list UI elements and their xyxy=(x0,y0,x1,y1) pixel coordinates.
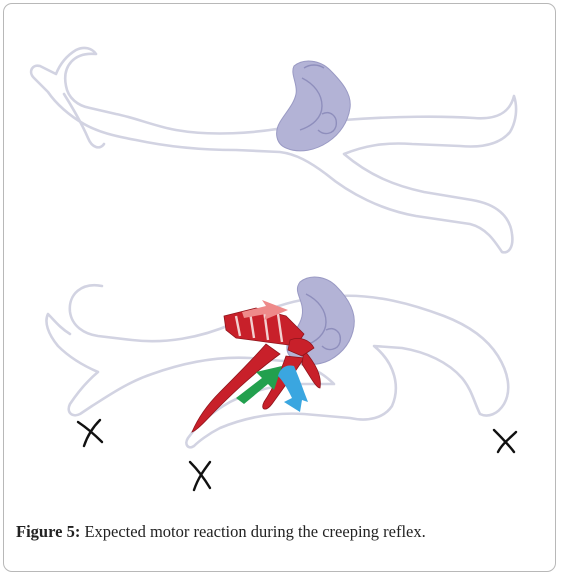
contact-mark-hand xyxy=(76,418,104,448)
figure-frame: .body { fill: none; stroke: #d2d3e2; str… xyxy=(3,3,556,572)
figure-caption: Figure 5: Expected motor reaction during… xyxy=(16,522,546,542)
upper-pelvis xyxy=(276,60,351,152)
contact-mark-knee xyxy=(188,460,212,492)
figure-illustration: .body { fill: none; stroke: #d2d3e2; str… xyxy=(29,46,518,492)
figure-label: Figure 5: xyxy=(16,522,81,541)
motion-arrows xyxy=(236,300,308,412)
upper-body-outline xyxy=(29,46,518,254)
contact-mark-foot xyxy=(492,428,518,454)
figure-caption-text: Expected motor reaction during the creep… xyxy=(84,522,426,541)
